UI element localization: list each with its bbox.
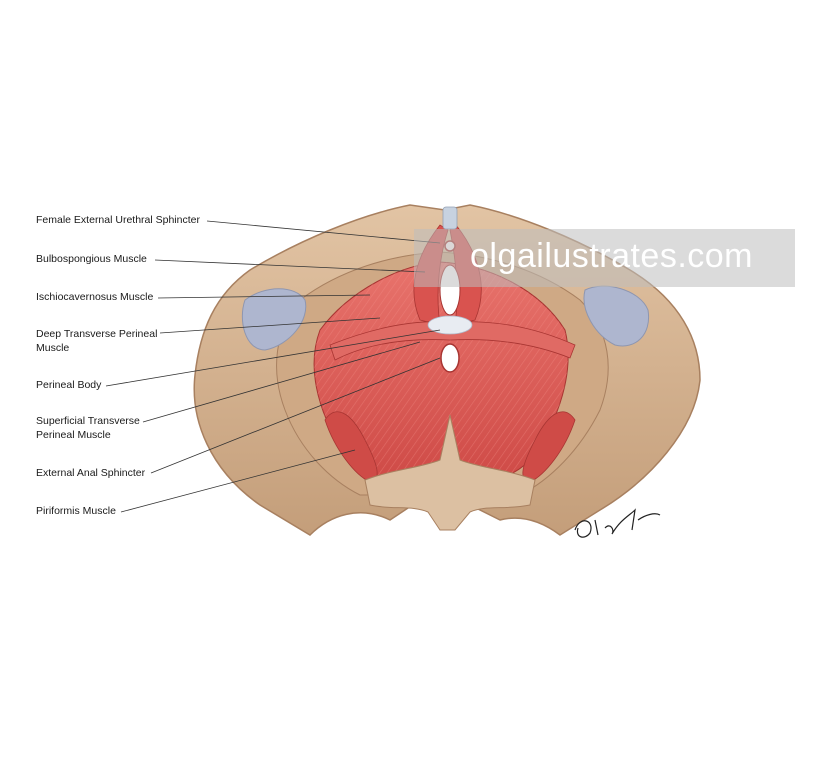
label-superficial-transverse-line1: Superficial Transverse — [36, 415, 140, 427]
leader-urethral — [206, 220, 441, 244]
label-external-anal-sphincter: External Anal Sphincter — [36, 467, 146, 479]
label-perineal-body: Perineal Body — [36, 379, 102, 391]
obturator-foramen-left — [241, 288, 307, 351]
pubic-symphysis — [442, 206, 458, 230]
leader-anal — [150, 357, 441, 474]
transverse-perineal-band — [329, 321, 576, 361]
watermark-text: olgailustrates.com — [470, 237, 754, 275]
perineal-body — [427, 315, 473, 335]
label-bulbospongious: Bulbospongious Muscle — [36, 253, 147, 265]
leader-ischio — [157, 294, 371, 299]
leader-perineal — [105, 329, 441, 387]
piriformis-left — [324, 411, 378, 483]
label-deep-transverse-line1: Deep Transverse Perineal — [36, 328, 158, 340]
leader-piriformis — [120, 449, 356, 513]
sacrum-coccyx — [364, 414, 536, 531]
label-piriformis: Piriformis Muscle — [36, 505, 116, 517]
leader-deep — [159, 317, 381, 334]
label-urethral-sphincter: Female External Urethral Sphincter — [36, 214, 200, 226]
artist-signature — [574, 508, 661, 538]
leader-superficial — [142, 341, 421, 423]
label-superficial-transverse-line2: Perineal Muscle — [36, 429, 111, 441]
leader-bulbo — [154, 259, 426, 273]
muscle-fiber-texture — [314, 262, 569, 479]
label-deep-transverse-line2: Muscle — [36, 342, 70, 354]
label-ischiocavernosus: Ischiocavernosus Muscle — [36, 291, 154, 303]
watermark-band — [414, 229, 795, 287]
obturator-foramen-right — [583, 285, 650, 347]
piriformis-right — [522, 411, 576, 483]
leader-lines — [105, 220, 441, 513]
anal-opening — [440, 343, 460, 373]
